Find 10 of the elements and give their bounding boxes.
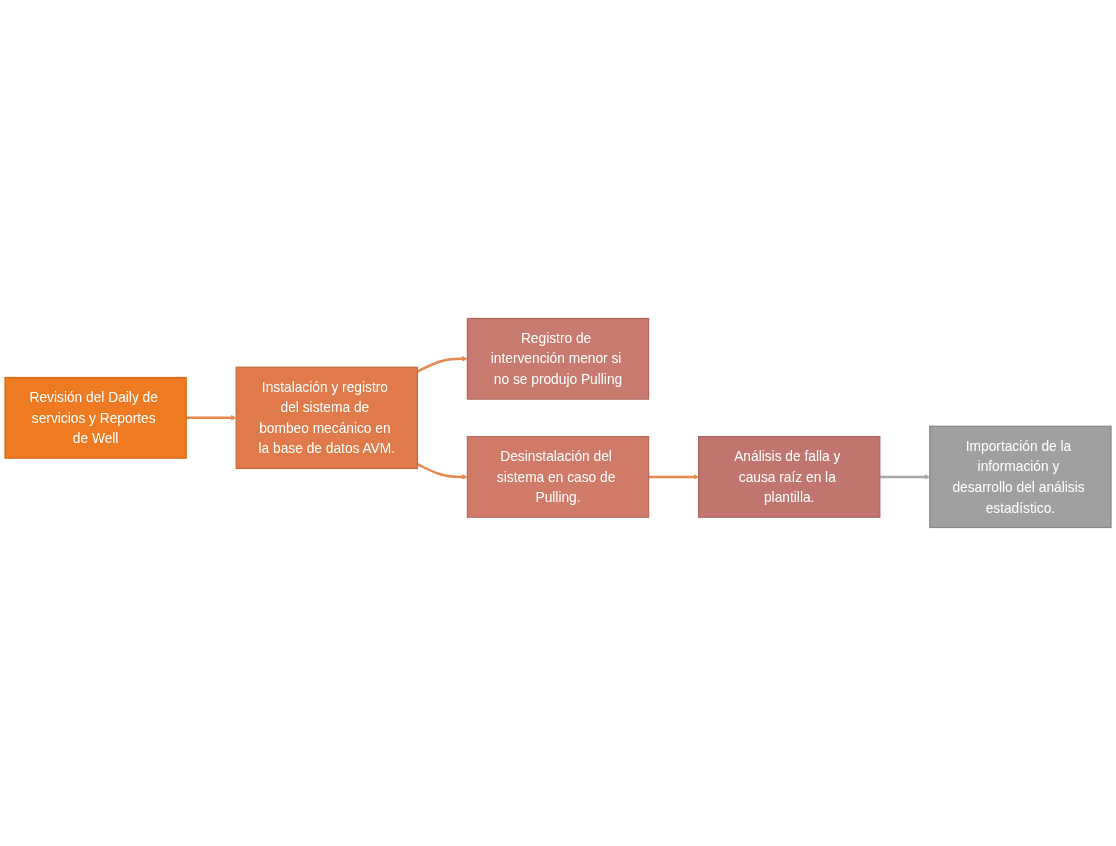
arrow: [416, 356, 468, 373]
arrow: [186, 415, 237, 421]
node-box: Registro de intervención menor si no se produjo Pulling: [466, 317, 650, 400]
arrow: [416, 463, 468, 480]
node-box: Importación de la información y desarrollo del análisis estadístico.: [929, 425, 1112, 529]
arrow: [648, 474, 699, 480]
node-box: Análisis de falla y causa raíz en la plantilla.: [697, 435, 881, 518]
node-box: Instalación y registro del sistema de bombeo mecánico en la base de datos AVM.: [235, 366, 419, 470]
node-box: Revisión del Daily de servicios y Reportes de Well: [4, 376, 187, 459]
node-box: Desinstalación del sistema en caso de Pulling.: [466, 435, 650, 518]
